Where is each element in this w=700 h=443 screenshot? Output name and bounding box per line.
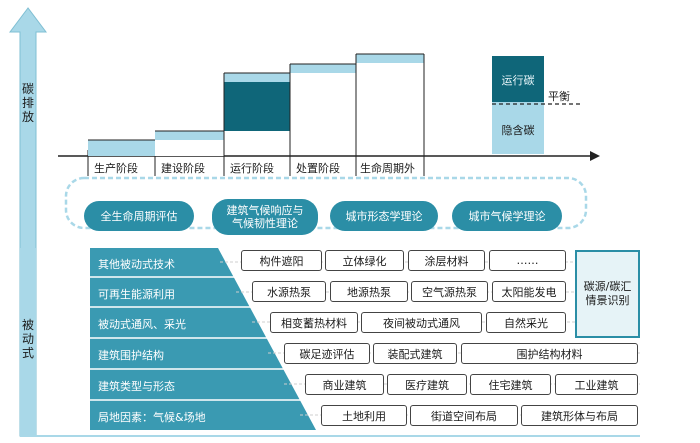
side-box-line2: 情景识别 bbox=[585, 294, 630, 307]
legend-embodied-label: 隐含碳 bbox=[501, 124, 535, 137]
item-ellipsis: …… bbox=[489, 250, 566, 271]
bar-beyond bbox=[356, 54, 424, 63]
theory-urban-climatology: 城市气候学理论 bbox=[452, 201, 562, 231]
balance-label: 平衡 bbox=[548, 90, 570, 103]
item-night-ventilation: 夜间被动式通风 bbox=[361, 312, 482, 333]
timeline-arrowhead bbox=[590, 151, 600, 161]
item-residential: 住宅建筑 bbox=[470, 374, 551, 395]
item-ground-source-hp: 地源热泵 bbox=[330, 281, 408, 302]
row-label-other-passive: 其他被动式技术 bbox=[98, 258, 175, 271]
bar-production-embodied bbox=[88, 140, 155, 156]
y-axis-label: 碳 排 放 bbox=[21, 82, 34, 124]
bar-operation-top bbox=[224, 73, 290, 82]
row-label-renewable: 可再生能源利用 bbox=[98, 288, 175, 301]
item-water-source-hp: 水源热泵 bbox=[252, 281, 326, 302]
item-prefab: 装配式建筑 bbox=[373, 343, 457, 364]
row-label-ventilation: 被动式通风、采光 bbox=[98, 318, 186, 331]
legend-embodied bbox=[492, 102, 544, 154]
theory-container bbox=[64, 176, 588, 230]
row-label-local-factors: 局地因素：气候&场地 bbox=[98, 411, 206, 424]
passive-label: 被 动 式 bbox=[21, 318, 34, 360]
item-envelope-material: 围护结构材料 bbox=[461, 343, 638, 364]
stage-label-operation: 运行阶段 bbox=[230, 162, 274, 175]
item-street-layout: 街道空间布局 bbox=[410, 405, 518, 426]
legend-operational bbox=[492, 56, 544, 102]
passive-column bbox=[20, 248, 36, 436]
stage-label-production: 生产阶段 bbox=[94, 162, 138, 175]
item-land-use: 土地利用 bbox=[321, 405, 407, 426]
item-medical: 医疗建筑 bbox=[387, 374, 467, 395]
item-commercial: 商业建筑 bbox=[305, 374, 384, 395]
row-label-building-type: 建筑类型与形态 bbox=[98, 380, 175, 393]
side-box-line1: 碳源/碳汇 bbox=[583, 280, 632, 293]
row-band bbox=[90, 248, 316, 430]
bar-operation-carbon bbox=[224, 82, 290, 131]
carbon-source-sink-box: 碳源/碳汇 情景识别 bbox=[575, 250, 640, 338]
item-industrial: 工业建筑 bbox=[555, 374, 638, 395]
theory-climate-response: 建筑气候响应与 气候韧性理论 bbox=[212, 199, 318, 235]
stage-label-construction: 建设阶段 bbox=[161, 162, 205, 175]
item-air-source-hp: 空气源热泵 bbox=[411, 281, 488, 302]
item-carbon-footprint: 碳足迹评估 bbox=[284, 343, 370, 364]
bar-disposal bbox=[290, 64, 356, 73]
stage-label-disposal: 处置阶段 bbox=[296, 162, 340, 175]
row-label-envelope: 建筑围护结构 bbox=[98, 349, 164, 362]
item-solar-pv: 太阳能发电 bbox=[492, 281, 566, 302]
item-building-form: 建筑形体与布局 bbox=[521, 405, 638, 426]
item-daylighting: 自然采光 bbox=[486, 312, 566, 333]
stage-label-beyond: 生命周期外 bbox=[360, 162, 415, 175]
item-phase-change: 相变蓄热材料 bbox=[270, 312, 358, 333]
theory-urban-morphology: 城市形态学理论 bbox=[330, 201, 438, 231]
theory-lifecycle: 全生命周期评估 bbox=[84, 201, 194, 231]
item-coating: 涂层材料 bbox=[408, 250, 485, 271]
item-shading: 构件遮阳 bbox=[241, 250, 322, 271]
legend-operational-label: 运行碳 bbox=[501, 74, 535, 87]
item-vertical-greening: 立体绿化 bbox=[325, 250, 404, 271]
